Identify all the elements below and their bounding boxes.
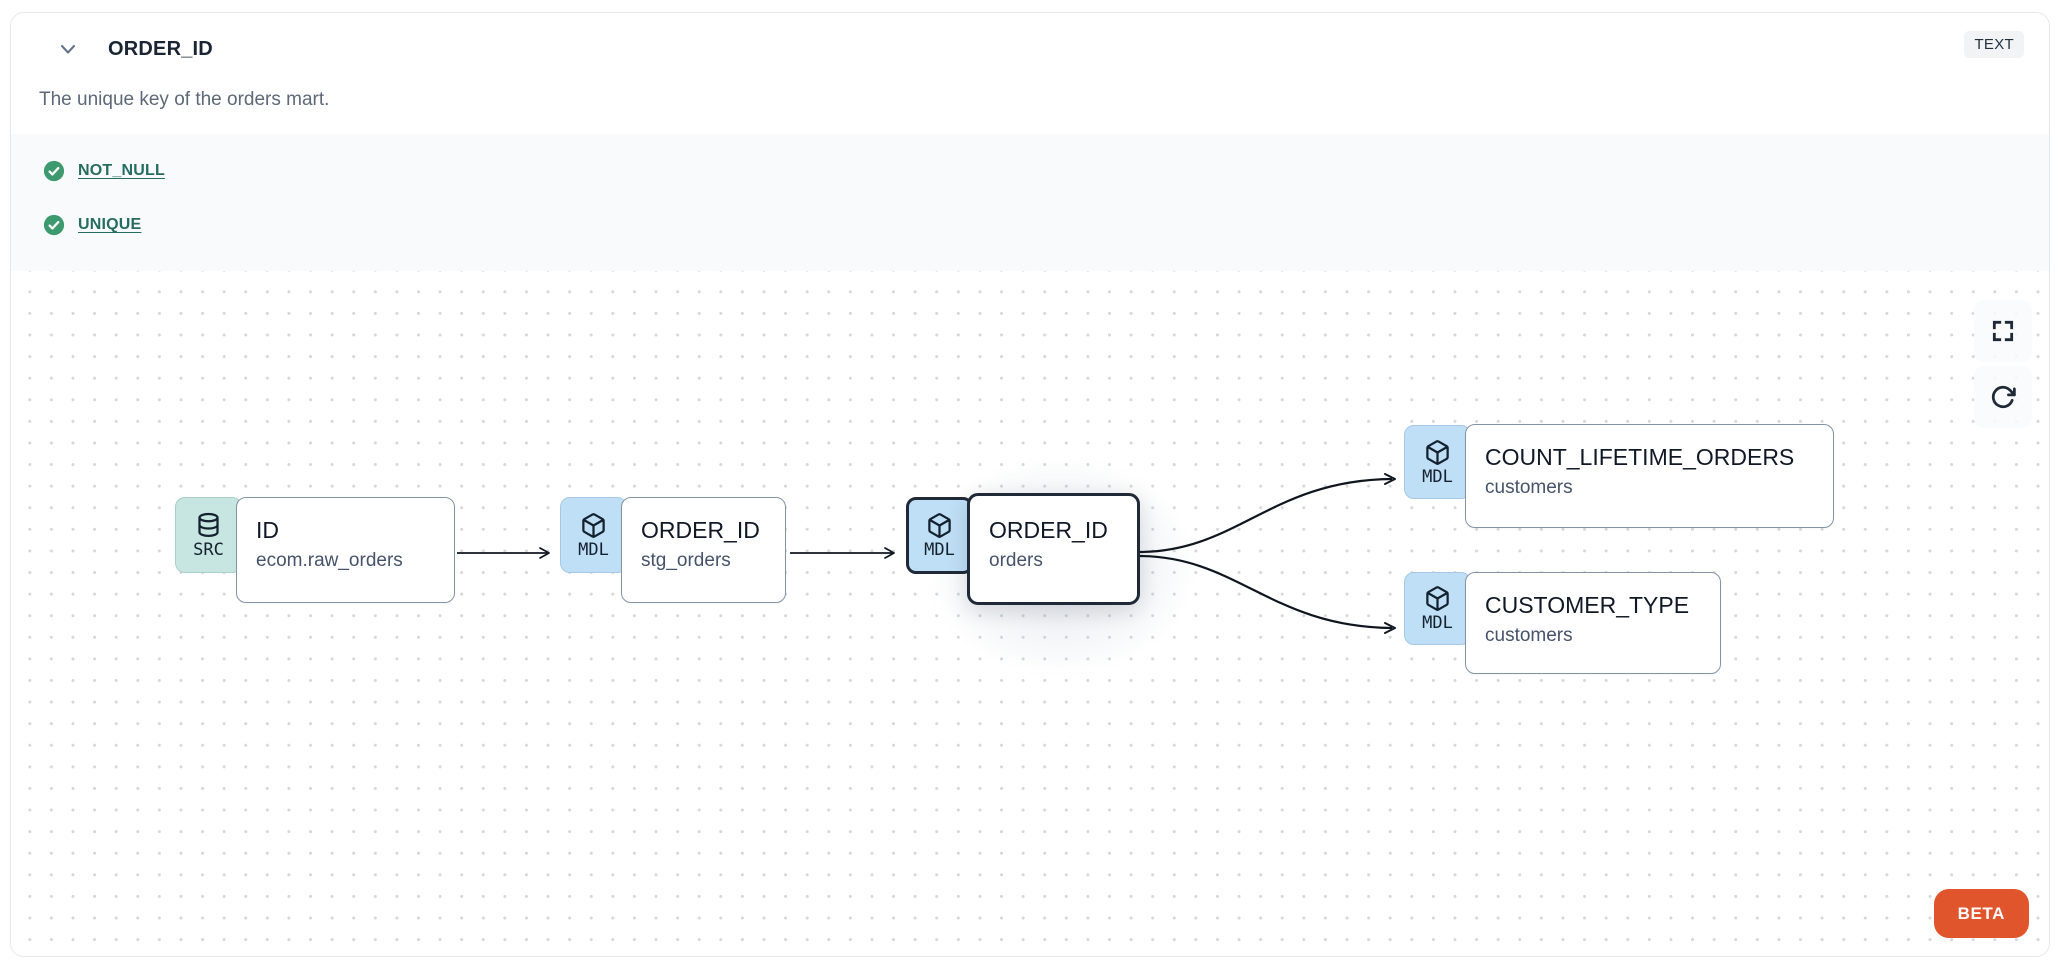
source-badge: SRC [175,497,242,573]
test-link-unique[interactable]: UNIQUE [78,216,142,233]
node-card-stg-orders[interactable]: ORDER_ID stg_orders [621,497,786,603]
database-icon [198,512,219,537]
test-link-not-null[interactable]: NOT_NULL [78,162,165,179]
model-badge: MDL [1404,425,1471,499]
cube-icon [1426,586,1449,611]
canvas-controls [1974,300,2032,428]
refresh-button[interactable] [1974,366,2032,428]
cube-icon [582,512,605,538]
check-circle-icon [43,214,65,236]
column-title: ORDER_ID [108,37,213,60]
model-badge: MDL [906,497,973,574]
column-description: The unique key of the orders mart. [39,89,330,110]
chevron-down-icon [60,44,76,54]
fullscreen-button[interactable] [1974,300,2032,362]
collapse-chevron-button[interactable] [55,36,81,62]
node-card-customer-type[interactable]: CUSTOMER_TYPE customers [1465,572,1721,674]
node-card-orders[interactable]: ORDER_ID orders [967,493,1140,605]
beta-badge: BETA [1933,889,2029,938]
model-badge: MDL [560,497,627,573]
cube-icon [928,513,951,538]
column-details-panel: ORDER_ID TEXT The unique key of the orde… [10,12,2050,957]
panel-header: ORDER_ID TEXT The unique key of the orde… [11,13,2049,134]
tests-section: NOT_NULL UNIQUE [11,134,2049,271]
fullscreen-icon [1992,320,2014,342]
node-card-count-lifetime-orders[interactable]: COUNT_LIFETIME_ORDERS customers [1465,424,1834,528]
column-type-badge: TEXT [1964,31,2024,58]
model-badge: MDL [1404,572,1471,645]
lineage-edges [457,473,1396,634]
node-card-raw-orders[interactable]: ID ecom.raw_orders [236,497,455,603]
lineage-canvas[interactable]: SRC ID ecom.raw_orders MDL ORDER_ID stg_… [11,271,2047,956]
refresh-icon [1991,385,2016,409]
cube-icon [1426,439,1449,465]
check-circle-icon [43,160,65,182]
test-row: NOT_NULL [43,160,2049,182]
test-row: UNIQUE [43,214,2049,236]
